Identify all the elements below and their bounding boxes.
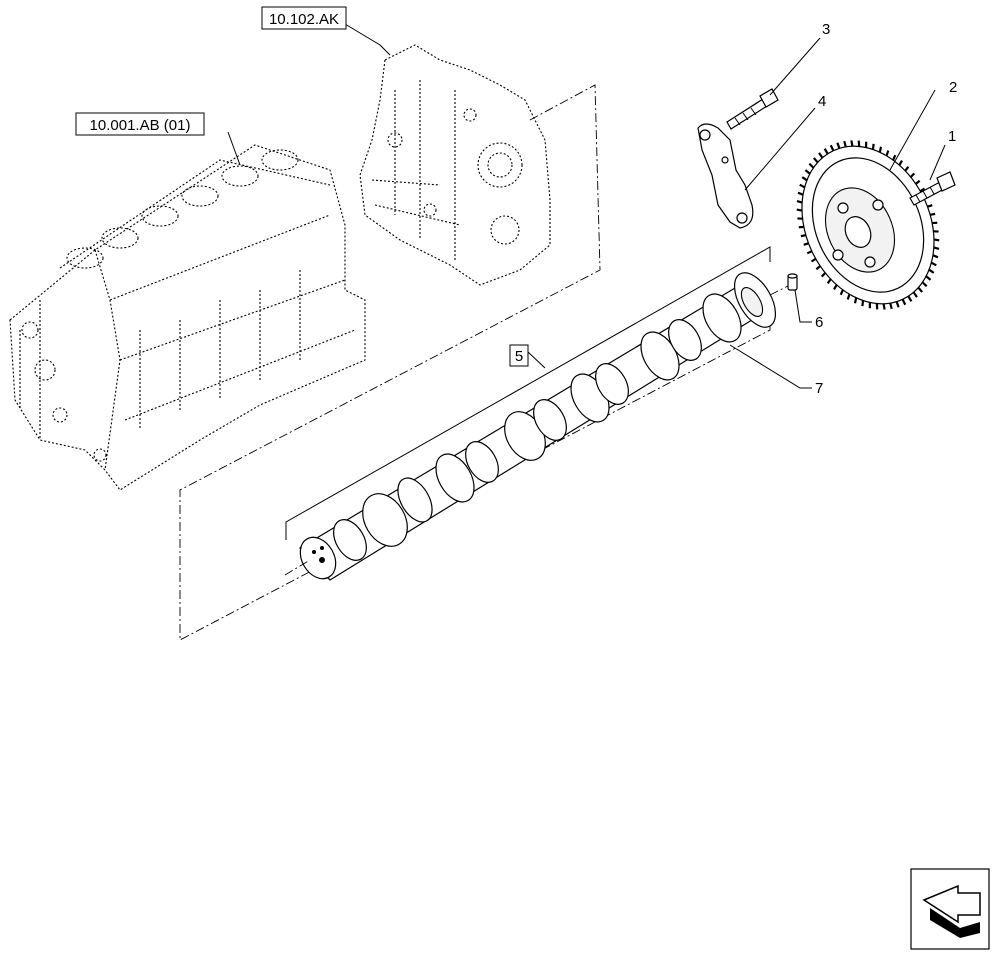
callout-1: 1 [948,128,956,145]
gear-tooth [836,142,841,149]
gear-tooth [797,191,804,196]
gear-tooth [928,268,935,274]
gear-tooth [833,284,838,290]
dowel-pin [787,273,798,291]
gear-tooth [904,166,910,172]
cap-screw-1 [909,171,956,206]
gear-tooth [909,172,916,178]
gear-cover-phantom [359,44,551,286]
gear-tooth [885,150,890,157]
gear-tooth [898,160,903,166]
gear-tooth [921,281,928,288]
callout-5: 5 [515,348,523,365]
gear-tooth [917,286,923,293]
gear-tooth [820,272,827,278]
gear-tooth [895,301,900,308]
gear-tooth [930,261,937,267]
gear-tooth [929,212,936,216]
gear-tooth [892,154,897,161]
gear-tooth [878,146,883,153]
callout-2: 2 [949,79,957,96]
gear-tooth [796,199,803,204]
engine-block-phantom [9,144,366,491]
gear-tooth [810,257,817,263]
gear-cover-reference-label: 10.102.AK [269,11,339,28]
gear-tooth [846,293,851,300]
callout-5-box: 5 [509,344,529,367]
gear-tooth [882,303,886,310]
camshaft [284,272,793,581]
assembly-boundary [179,84,771,641]
gear-tooth [915,179,921,185]
gear-tooth [919,187,926,193]
gear-tooth [925,275,932,281]
gear-tooth [850,140,854,147]
gear-tooth [912,291,918,298]
gear-tooth [871,143,875,150]
gear-tooth [799,183,806,189]
gear-tooth [853,297,858,304]
gear-cover-reference-box[interactable]: 10.102.AK [261,6,347,30]
thrust-plate [697,123,754,229]
gear-tooth [801,176,808,182]
gear-tooth [826,278,832,284]
engine-block-reference-box[interactable]: 10.001.AB (01) [75,112,205,136]
gear-tooth [804,169,811,175]
gear-tooth [901,298,907,306]
gear-tooth [861,300,865,307]
callout-7: 7 [815,380,823,397]
gear-tooth [803,242,809,246]
leader-lines [227,23,946,540]
callout-6: 6 [815,314,823,331]
camshaft-gear [796,140,940,310]
gear-tooth [806,250,813,255]
gear-tooth [813,157,819,164]
cap-screw-3 [726,88,779,130]
engine-block-reference-label: 10.001.AB (01) [90,117,191,134]
gear-tooth [815,265,821,271]
gear-tooth [907,295,913,302]
gear-tooth [927,204,933,208]
gear-tooth [796,208,803,212]
gear-tooth [808,162,815,169]
gear-tooth [800,234,807,238]
gear-tooth [933,246,940,251]
gear-tooth [839,289,844,296]
gear-tooth [932,254,939,259]
gear-tooth [829,144,835,152]
gear-tooth [818,152,824,159]
previous-page-arrow-icon[interactable] [910,868,990,950]
callout-3: 3 [822,21,830,38]
gear-tooth [933,238,940,242]
gear-tooth [889,302,893,310]
callout-4: 4 [818,93,826,110]
gear-tooth [823,148,829,155]
gear-tooth [843,140,847,148]
